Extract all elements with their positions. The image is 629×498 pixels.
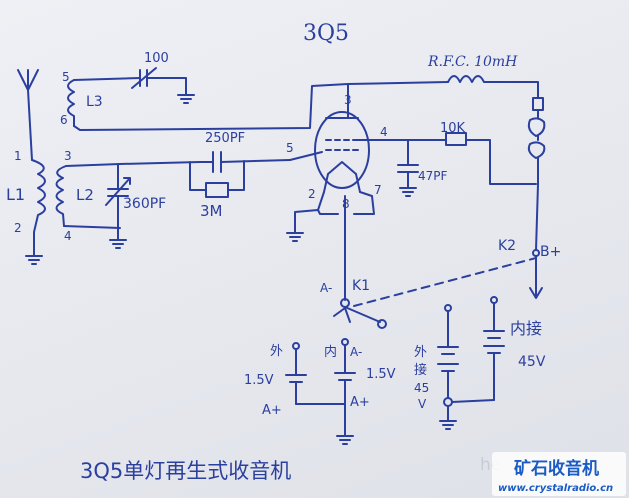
variable-capacitor-100 [131,67,187,95]
label-int-a-volt: 1.5V [366,367,396,382]
ganged-switch-link [353,257,537,307]
vacuum-tube-3q5 [314,83,373,193]
arrow-down-icon [529,255,543,299]
label-l3: L3 [86,94,103,110]
pin-l1-top: 1 [14,149,22,163]
ground-l1 [25,255,43,265]
label-a-plus-1: A+ [262,403,282,418]
label-int-b-volt: 45V [518,354,546,370]
ground-l2 [109,227,127,249]
label-c-100: 100 [144,51,169,66]
headphone-icon [527,97,546,251]
antenna-icon [17,69,39,161]
label-r-3m: 3M [200,202,223,220]
label-k2: K2 [498,238,516,254]
resistor-3m [189,160,245,198]
label-c-250pf: 250PF [205,131,245,146]
label-ext-b-unit: V [418,397,427,411]
variable-capacitor-360pf [105,163,131,229]
label-a-minus: A- [320,281,332,295]
diagram-title: 3Q5 [303,21,349,46]
label-k1: K1 [352,278,370,294]
label-ext-a-volt: 1.5V [244,373,274,388]
label-ext-b-volt: 45 [414,381,429,395]
coil-l2 [55,165,67,227]
switch-k1 [333,306,387,329]
label-l1: L1 [6,185,25,204]
coil-rfc [447,75,539,99]
site-logo-title: 矿石收音机 [514,458,599,479]
battery-int-b [483,302,505,401]
pin-l3-bot: 6 [60,113,68,127]
pin-tube-fil-left: 2 [308,187,316,201]
label-c-360pf: 360PF [123,196,166,212]
ground-b [439,405,457,430]
pin-l2-bot: 4 [64,229,72,243]
label-ext-b-2: 接 [414,362,427,378]
pin-l2-top: 3 [64,149,72,163]
capacitor-250pf [199,151,291,173]
label-ext-b-1: 外 [414,345,427,360]
pin-tube-grid: 5 [286,141,294,155]
ground-c100 [177,94,195,104]
resistor-10k [445,132,537,185]
site-logo: 矿石收音机 www.crystalradio.cn [492,452,626,496]
capacitor-47pf [397,139,419,197]
coil-l3 [67,79,75,127]
label-a-plus-2: A+ [350,395,370,410]
coil-l1 [31,159,46,257]
ground-a [336,435,354,445]
ground-tube [286,232,304,242]
pin-tube-fil-right: 7 [374,183,382,197]
label-c-47pf: 47PF [418,169,448,183]
label-int-a: 内 [324,344,337,360]
label-ext-a: 外 [270,344,283,359]
pin-tube-plate: 3 [344,93,352,107]
battery-ext-a [285,348,307,405]
label-b-plus: B+ [540,244,561,260]
pin-l1-bot: 2 [14,221,22,235]
battery-ext-b [437,310,459,399]
label-l2: L2 [76,186,94,204]
pin-tube-screen: 4 [380,125,388,139]
label-int-b: 内接 [510,319,542,338]
diagram-caption: 3Q5单灯再生式收音机 [80,459,291,483]
label-int-a-minus: A- [350,345,362,359]
label-rfc: R.F.C. 10mH [427,54,518,70]
battery-int-a [334,344,356,437]
site-logo-url: www.crystalradio.cn [498,483,613,494]
pin-l3-top: 5 [62,70,70,84]
